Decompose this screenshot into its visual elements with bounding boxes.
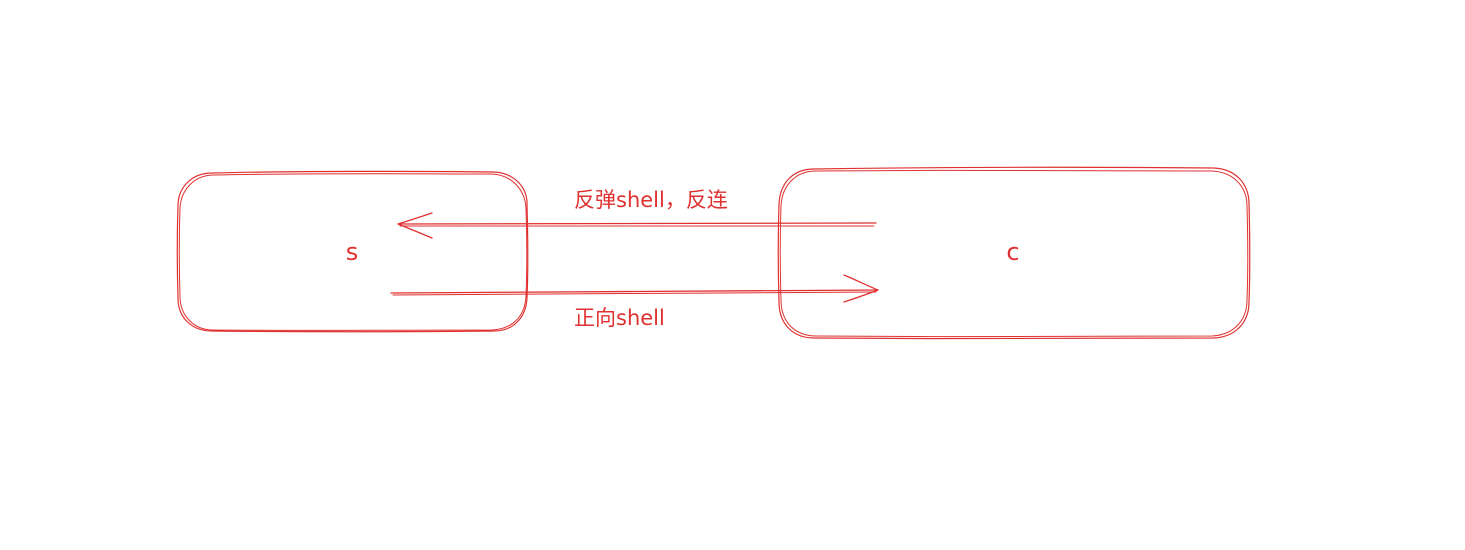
node-s-outline-2 <box>178 173 528 331</box>
node-s-label: s <box>346 238 359 266</box>
edge-forward-shell-label: 正向shell <box>574 306 665 330</box>
node-c-outline-2 <box>779 169 1249 338</box>
edge-reverse-shell-line-2 <box>399 225 875 228</box>
node-s-outline <box>176 170 529 333</box>
node-s: s <box>176 170 529 333</box>
edge-reverse-shell-line <box>397 222 877 226</box>
edge-forward-shell-arrowhead <box>843 274 879 303</box>
edge-reverse-shell-label: 反弹shell，反连 <box>574 188 728 212</box>
edge-reverse-shell: 反弹shell，反连 <box>397 188 877 239</box>
edge-forward-shell-line <box>390 289 879 294</box>
node-c-outline <box>777 166 1251 340</box>
edge-forward-shell-line-2 <box>392 291 877 296</box>
edge-forward-shell: 正向shell <box>390 274 879 330</box>
edge-reverse-shell-arrowhead <box>397 212 433 239</box>
node-c-label: c <box>1006 238 1019 266</box>
node-c: c <box>777 166 1251 340</box>
